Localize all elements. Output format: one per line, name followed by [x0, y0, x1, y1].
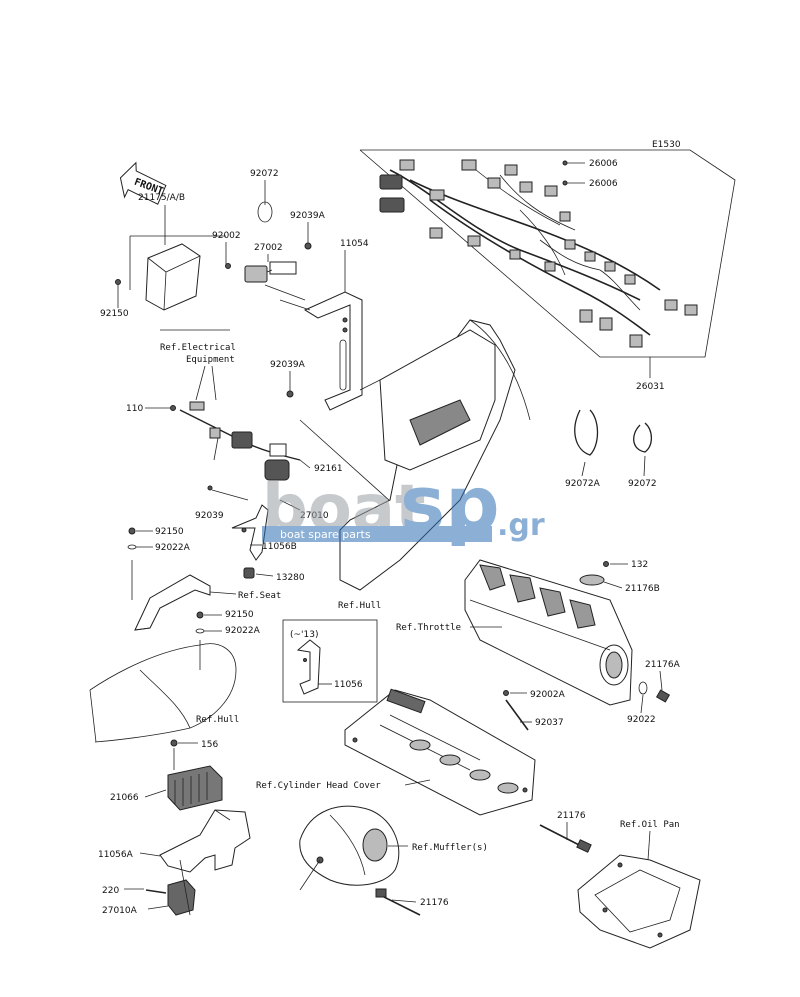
part-label-11056A: 11056A	[98, 850, 134, 860]
part-label-92022: 92022	[627, 715, 656, 725]
part-label-21176-mid: 21176	[557, 811, 586, 821]
tie-92072-right	[633, 422, 653, 453]
ref-label-hull-low: Ref.Hull	[196, 715, 239, 725]
part-label-21176A: 21176A	[645, 660, 681, 670]
part-label-21176-low: 21176	[420, 898, 449, 908]
part-label-92072A: 92072A	[565, 479, 601, 489]
ref-label-mufflers: Ref.Muffler(s)	[412, 843, 488, 853]
ref-label-seat: Ref.Seat	[238, 591, 281, 601]
part-label-21175: 21175/A/B	[138, 193, 185, 203]
part-label-92039: 92039	[195, 511, 224, 521]
part-label-92150-top: 92150	[100, 309, 129, 319]
bracket-11056A	[159, 809, 251, 873]
ref-label-electrical-2: Equipment	[186, 355, 235, 365]
part-label-27010A: 27010A	[102, 906, 138, 916]
part-label-92039A-mid: 92039A	[270, 360, 306, 370]
part-label-13280: 13280	[276, 573, 305, 583]
regulator-21066	[167, 765, 223, 811]
part-label-26031: 26031	[636, 382, 665, 392]
part-label-92002-top: 92002	[212, 231, 241, 241]
part-label-26006-a: 26006	[589, 159, 618, 169]
seat-bracket	[134, 574, 211, 631]
clamp-13280	[243, 567, 255, 579]
part-label-92150-mid: 92150	[155, 527, 184, 537]
sensor-21176-low	[375, 888, 421, 916]
oil-pan	[577, 854, 701, 949]
part-label-92022A-mid: 92022A	[155, 543, 191, 553]
muffler	[299, 805, 400, 891]
part-label-92037: 92037	[535, 718, 564, 728]
ref-label-cylinder-head: Ref.Cylinder Head Cover	[256, 781, 381, 791]
relay-27002	[244, 261, 297, 283]
hull-lower-section	[89, 643, 237, 743]
bracket-11054	[303, 291, 363, 411]
ref-label-oil-pan: Ref.Oil Pan	[620, 820, 680, 830]
hull-opening	[339, 319, 531, 591]
part-label-26006-b: 26006	[589, 179, 618, 189]
sensor-21176A	[655, 689, 671, 703]
part-label-11056: 11056	[334, 680, 363, 690]
part-label-92002A: 92002A	[530, 690, 566, 700]
part-label-27010: 27010	[300, 511, 329, 521]
part-label-21176B: 21176B	[625, 584, 660, 594]
part-label-92039A-top: 92039A	[290, 211, 326, 221]
part-label-27002: 27002	[254, 243, 283, 253]
ecu-21175	[145, 243, 201, 311]
throttle-body	[464, 559, 633, 706]
part-label-92072-top: 92072	[250, 169, 279, 179]
part-label-21066: 21066	[110, 793, 139, 803]
ref-label-electrical-1: Ref.Electrical	[160, 343, 236, 353]
ref-label-hull-mid: Ref.Hull	[338, 601, 381, 611]
part-label-132: 132	[631, 560, 648, 570]
part-label-92022A-low: 92022A	[225, 626, 261, 636]
ref-label-throttle: Ref.Throttle	[396, 623, 461, 633]
inset-note: (~'13)	[290, 630, 319, 640]
bracket-11056B	[231, 504, 269, 561]
part-label-92161: 92161	[314, 464, 343, 474]
part-label-11056B: 11056B	[262, 542, 297, 552]
watermark-logo: boat sp .gr boat spare parts	[262, 459, 545, 548]
wire-assembly-27010	[179, 401, 301, 481]
part-label-11054: 11054	[340, 239, 369, 249]
part-label-110: 110	[126, 404, 143, 414]
sensor-21176-right	[539, 824, 592, 853]
wiring-harness-box	[359, 149, 736, 358]
diagram-code: E1530	[652, 140, 681, 150]
part-label-156: 156	[201, 740, 218, 750]
tie-92072A	[574, 409, 599, 456]
front-arrow-icon: FRONT	[119, 161, 167, 205]
cylinder-head-cover	[344, 688, 536, 816]
part-label-92150-low: 92150	[225, 610, 254, 620]
sensor-21176B	[579, 574, 605, 586]
watermark-tagline: boat spare parts	[280, 528, 371, 541]
inset-box	[282, 619, 378, 703]
part-label-220: 220	[102, 886, 119, 896]
watermark-tld: .gr	[497, 508, 545, 543]
part-label-92072-right: 92072	[628, 479, 657, 489]
relay-27010A	[167, 879, 196, 916]
